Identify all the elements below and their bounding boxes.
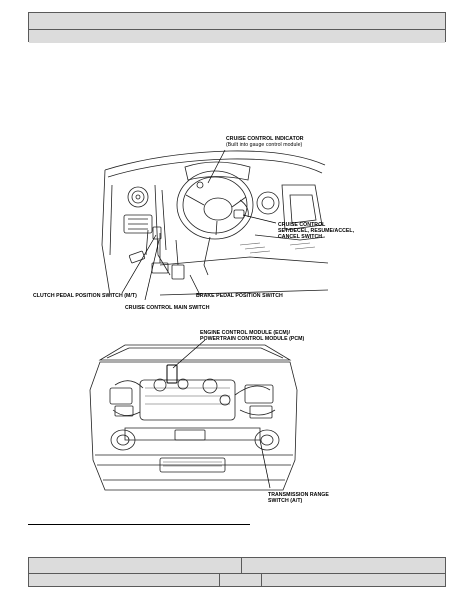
transmission-range-switch-label-line2: SWITCH (A/T) [268, 498, 303, 504]
cruise-switch-label-line3: CANCEL SWITCH [278, 234, 323, 240]
page-header-bar [28, 12, 446, 43]
ecm-label-line1: ENGINE CONTROL MODULE (ECM)/ [200, 330, 291, 336]
footer-subrow [29, 573, 445, 588]
transmission-range-switch-label-line1: TRANSMISSION RANGE [268, 492, 329, 498]
cruise-control-indicator-label: CRUISE CONTROL INDICATOR [226, 136, 304, 142]
footer-tick [241, 558, 242, 573]
footer-divider-2 [261, 573, 262, 587]
clutch-pedal-switch-label: CLUTCH PEDAL POSITION SWITCH (M/T) [33, 293, 137, 299]
brake-pedal-switch-label: BRAKE PEDAL POSITION SWITCH [196, 293, 283, 299]
footer-divider-1 [219, 573, 220, 587]
cruise-switch-label-line1: CRUISE CONTROL [278, 222, 326, 228]
page-footer-bar [28, 557, 446, 587]
section-divider [28, 524, 250, 525]
page-header-subrow [29, 29, 445, 43]
ecm-label-line2: POWERTRAIN CONTROL MODULE (PCM) [200, 336, 305, 342]
cruise-switch-label-line2: SET/DECEL, RESUME/ACCEL, [278, 228, 355, 234]
cruise-main-switch-label: CRUISE CONTROL MAIN SWITCH [125, 305, 210, 311]
engine-bay-illustration [85, 340, 300, 500]
cruise-control-indicator-note: (Built into gauge control module) [226, 142, 303, 148]
dashboard-cruise-control-illustration [100, 145, 330, 300]
